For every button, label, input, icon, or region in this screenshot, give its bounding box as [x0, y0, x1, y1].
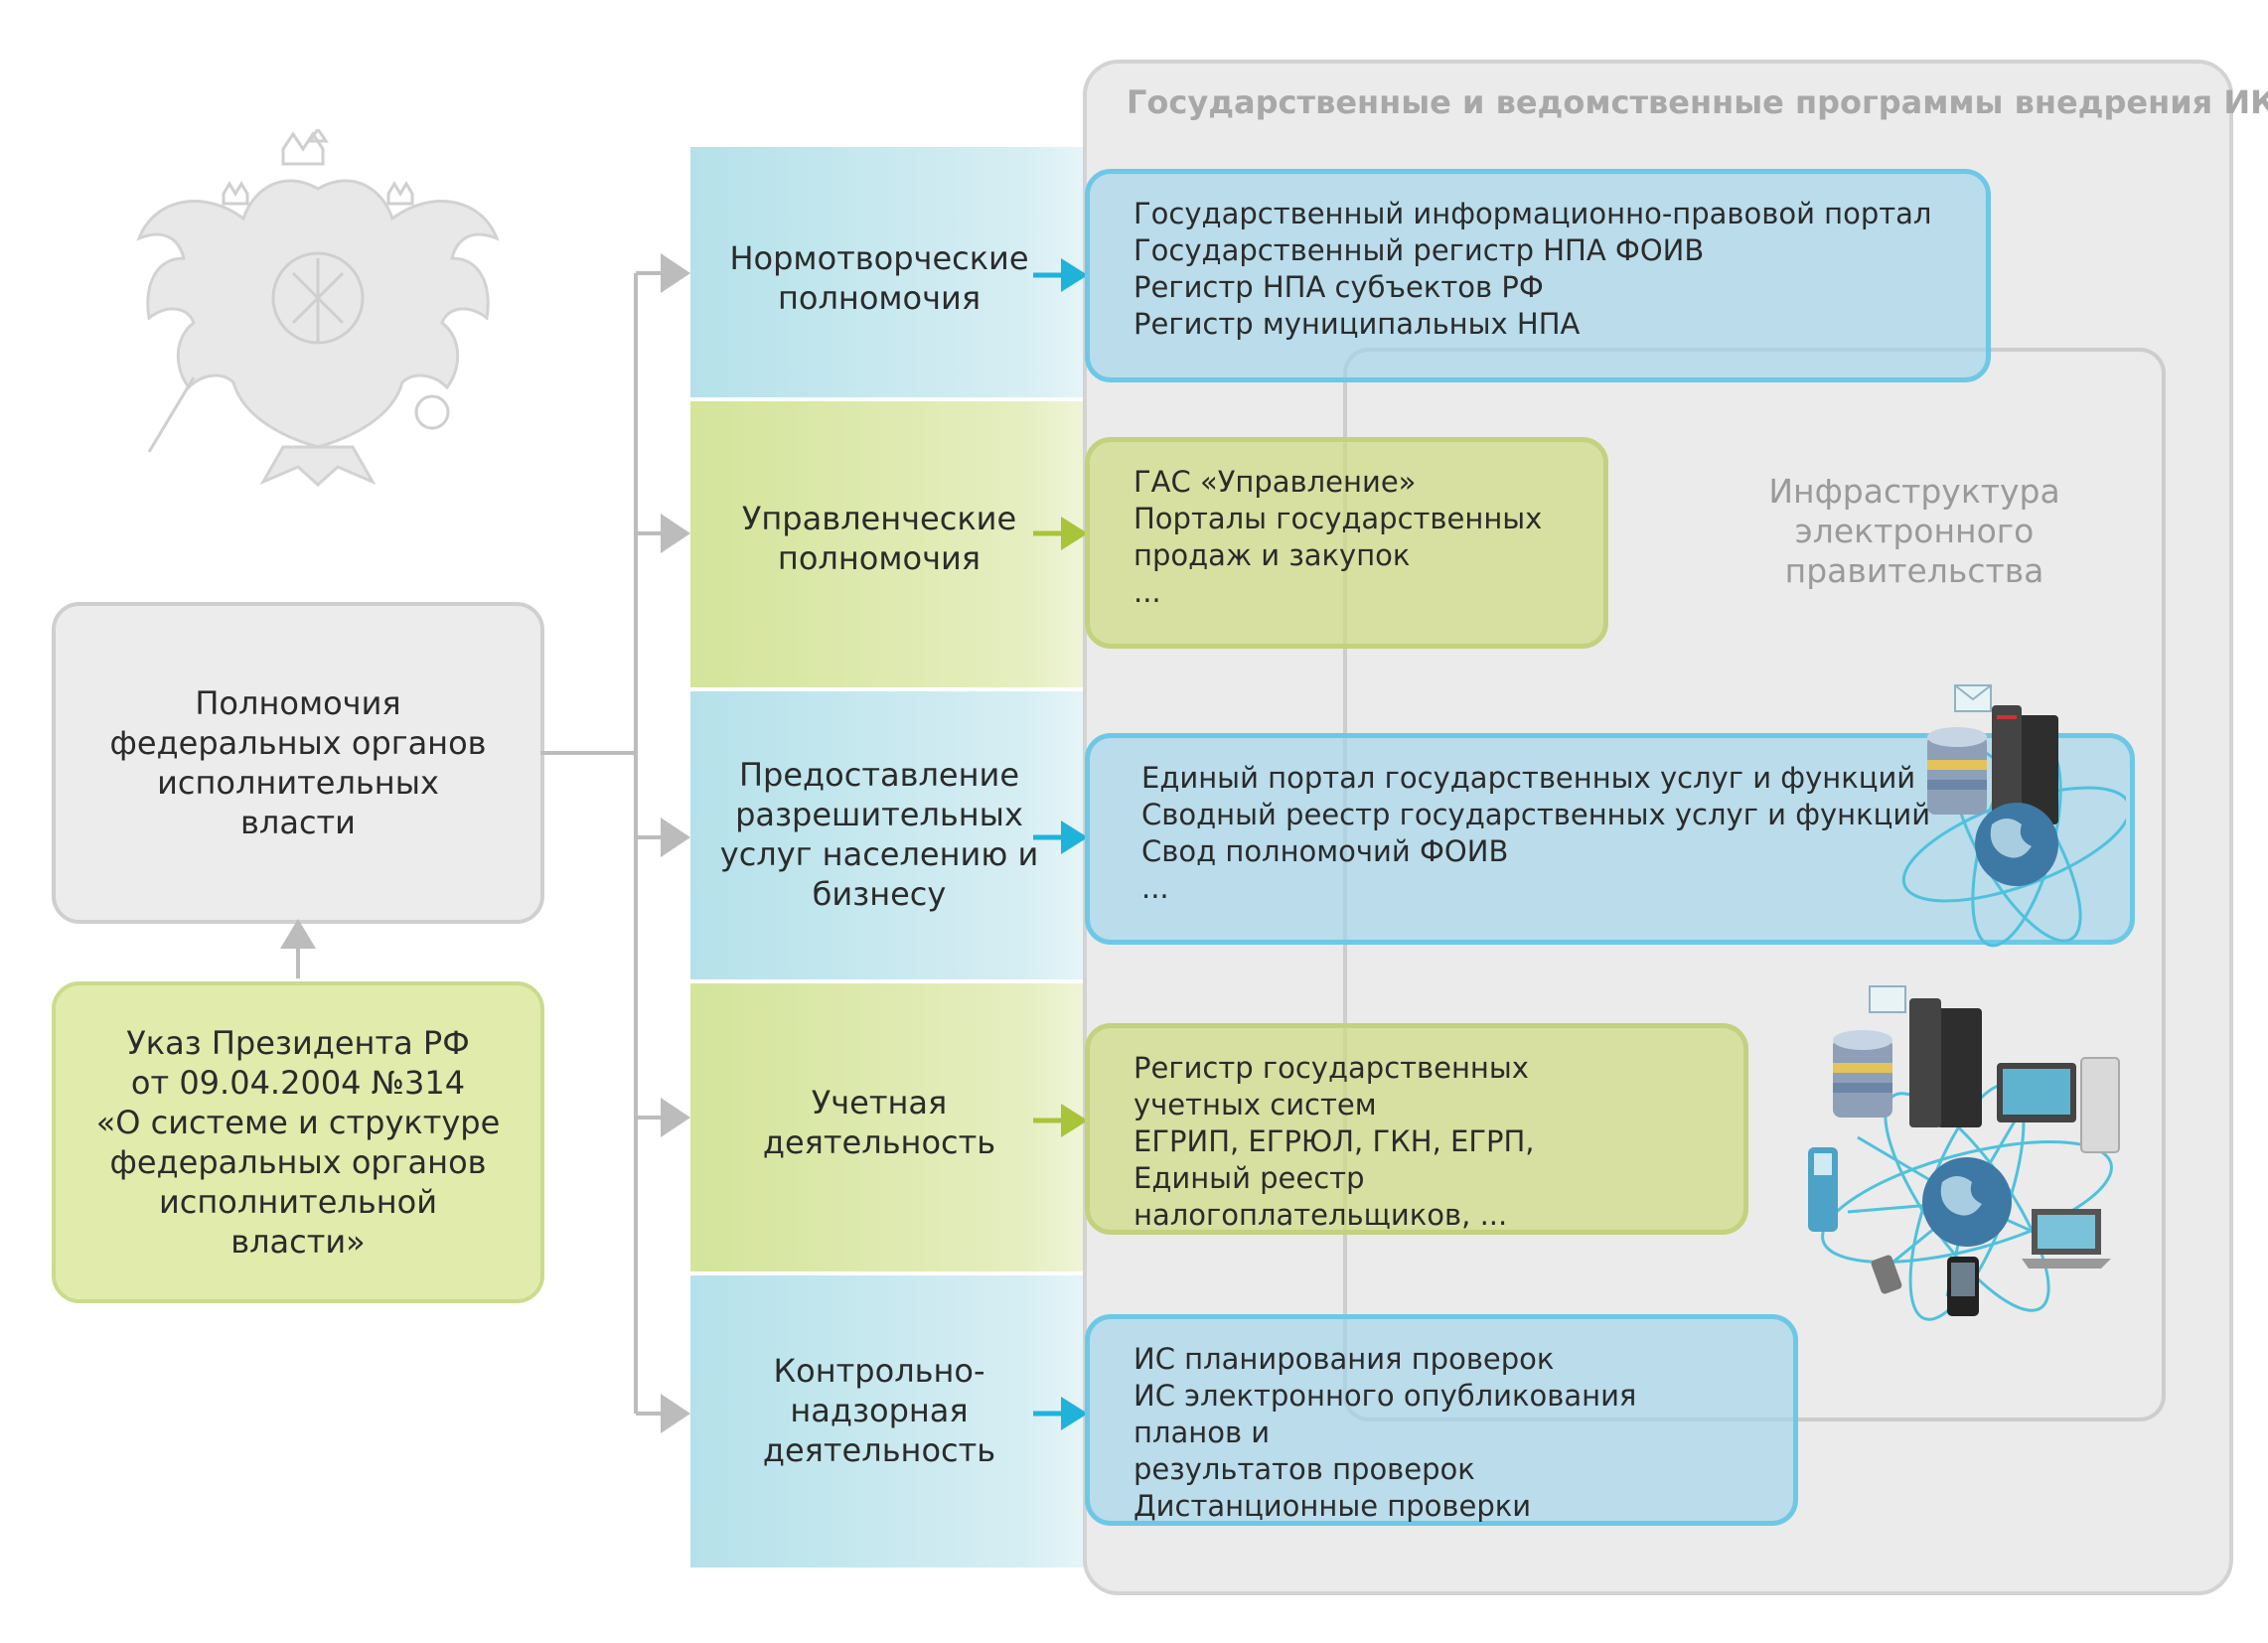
- programs-control-box: ИС планирования проверок ИС электронного…: [1085, 1314, 1798, 1526]
- right-arrow-icon: [661, 818, 690, 857]
- programs-normative-box: Государственный информационно-правовой п…: [1085, 169, 1991, 382]
- power-label-services: Предоставление разрешительных услуг насе…: [719, 756, 1039, 913]
- green-arrow-icon: [1061, 517, 1088, 550]
- up-arrow-icon: [280, 919, 316, 949]
- server-globe-network-icon: [1901, 684, 2126, 948]
- blue-arrow-icon: [1061, 821, 1088, 854]
- right-arrow-icon: [661, 514, 690, 553]
- power-label-accounting: Учетная деятельность: [762, 1084, 996, 1161]
- green-arrow-icon: [1061, 1104, 1088, 1137]
- blue-arrow-icon: [1061, 258, 1088, 292]
- programs-services-box: Единый портал государственных услуг и фу…: [1085, 733, 2135, 945]
- power-label-normative: Нормотворческие полномочия: [729, 239, 1029, 317]
- right-arrow-icon: [661, 1098, 690, 1137]
- power-label-management: Управленческие полномочия: [741, 500, 1017, 577]
- right-arrow-icon: [661, 1394, 690, 1433]
- programs-accounting-box: Регистр государственных учетных систем Е…: [1085, 1023, 1748, 1235]
- powers-of-federal-bodies-box: Полномочия федеральных органов исполните…: [52, 602, 544, 924]
- blue-arrow-icon: [1061, 1397, 1088, 1430]
- right-arrow-icon: [661, 253, 690, 293]
- program-arrows: [1033, 258, 1088, 1430]
- e-government-infrastructure-title: Инфраструктура электронного правительств…: [1768, 472, 2060, 590]
- programs-management-box: ГАС «Управление» Порталы государственных…: [1085, 437, 1608, 649]
- double-headed-eagle-icon: [136, 129, 500, 487]
- power-label-control: Контрольно- надзорная деятельность: [762, 1352, 996, 1469]
- presidential-decree-box: Указ Президента РФ от 09.04.2004 №314 «О…: [52, 981, 544, 1303]
- ict-programs-title: Государственные и ведомственные программ…: [1127, 83, 2268, 121]
- devices-network-icon: [1808, 985, 2120, 1321]
